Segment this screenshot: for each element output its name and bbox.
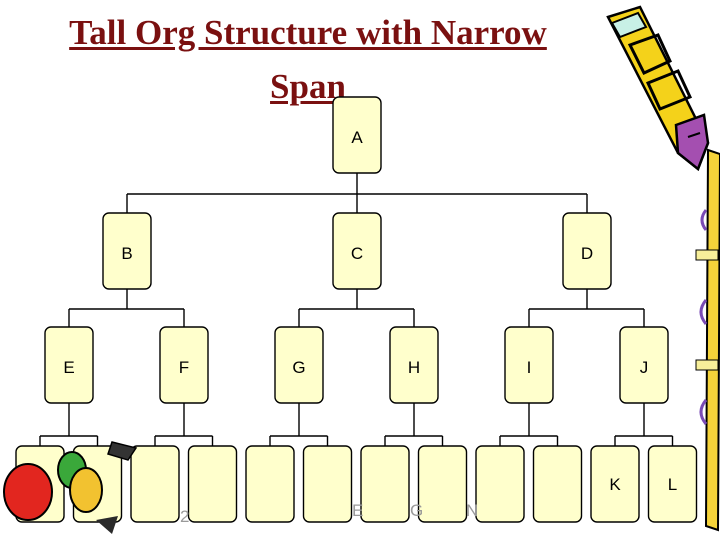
slide-title: Tall Org Structure with Narrow Span — [18, 6, 598, 114]
org-node-level3-2-label: F — [179, 358, 189, 377]
org-node-root-box — [332, 96, 382, 174]
org-node-level4-5 — [245, 445, 295, 523]
org-node-level4-10-box — [532, 445, 583, 523]
org-node-level4-3-box — [130, 445, 180, 523]
org-node-level2-2: C — [332, 212, 382, 290]
org-node-level4-12: L — [647, 445, 698, 523]
org-node-level2-3-label: D — [581, 244, 593, 263]
org-node-level4-9-box — [475, 445, 525, 523]
org-node-level4-8-box — [417, 445, 468, 523]
footer-text-fragment-2: G — [410, 501, 423, 520]
org-node-root: A — [332, 96, 382, 174]
org-node-level4-7-box — [360, 445, 410, 523]
pencil-icon — [606, 5, 710, 172]
org-node-level4-10 — [532, 445, 583, 523]
org-node-level2-1-box — [102, 212, 152, 290]
org-node-level4-5-box — [245, 445, 295, 523]
org-node-level2-3: D — [562, 212, 612, 290]
footer-text-fragment-1: E — [352, 501, 363, 520]
org-node-level2-2-box — [332, 212, 382, 290]
org-node-level3-1-label: E — [63, 358, 74, 377]
org-node-level2-2-label: C — [351, 244, 363, 263]
org-node-level3-3: G — [274, 326, 324, 404]
org-node-level3-2-box — [159, 326, 209, 404]
org-node-level4-3 — [130, 445, 180, 523]
org-node-level3-3-box — [274, 326, 324, 404]
org-node-level3-5-label: I — [527, 358, 532, 377]
cartoon-character-icon — [3, 441, 138, 534]
org-node-level4-4-box — [187, 445, 238, 523]
footer-page-number: 2 — [180, 507, 189, 526]
org-connectors — [39, 173, 674, 446]
org-node-level4-6-box — [302, 445, 353, 523]
pencil-with-tape-icon — [695, 148, 720, 532]
org-node-level4-11: K — [590, 445, 640, 523]
org-node-level4-11-label: K — [609, 475, 621, 494]
org-node-level4-4 — [187, 445, 238, 523]
footer-text-fragment-3: N — [466, 501, 478, 520]
org-node-level3-3-label: G — [292, 358, 305, 377]
org-node-level4-7 — [360, 445, 410, 523]
org-node-level4-6 — [302, 445, 353, 523]
org-node-level4-8 — [417, 445, 468, 523]
org-node-level3-6: J — [619, 326, 669, 404]
org-node-level3-6-label: J — [640, 358, 649, 377]
org-node-level3-1-box — [44, 326, 94, 404]
org-node-level4-9 — [475, 445, 525, 523]
org-node-level3-4-box — [389, 326, 439, 404]
org-node-level3-5-box — [504, 326, 554, 404]
org-node-level2-1-label: B — [121, 244, 132, 263]
org-node-level4-11-box — [590, 445, 640, 523]
org-node-level4-12-box — [647, 445, 698, 523]
org-node-level3-4-label: H — [408, 358, 420, 377]
org-node-level2-1: B — [102, 212, 152, 290]
org-node-level3-5: I — [504, 326, 554, 404]
org-node-level4-12-label: L — [668, 475, 677, 494]
org-node-level3-4: H — [389, 326, 439, 404]
org-node-level2-3-box — [562, 212, 612, 290]
org-node-level3-1: E — [44, 326, 94, 404]
slide-title-line-1: Tall Org Structure with Narrow — [69, 13, 547, 52]
org-node-level3-6-box — [619, 326, 669, 404]
org-node-root-label: A — [351, 128, 363, 147]
org-node-level3-2: F — [159, 326, 209, 404]
